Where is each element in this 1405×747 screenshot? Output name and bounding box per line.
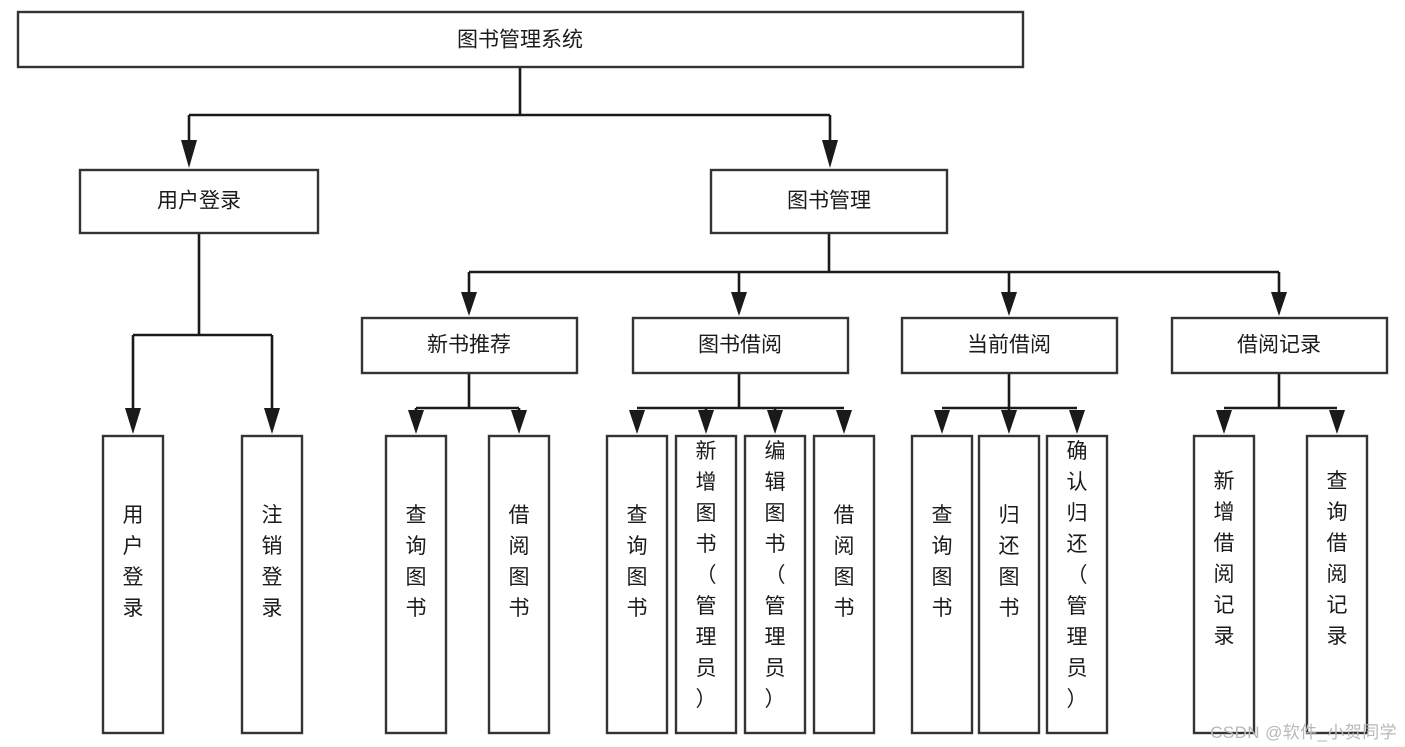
leaf-return-book-box[interactable]: [977, 434, 1041, 735]
node-new-book-rec-box[interactable]: [360, 316, 579, 375]
node-root-box[interactable]: [16, 10, 1025, 69]
node-current-borrow[interactable]: 当前借阅: [900, 316, 1119, 375]
node-new-book-rec[interactable]: 新书推荐: [360, 316, 579, 375]
leaf-logout-label: 注销登录: [262, 504, 283, 620]
leaf-query-book-2[interactable]: 查询图书: [605, 434, 669, 735]
arrowhead-user-login: [181, 140, 197, 168]
leaf-borrow-book-1-label: 借阅图书: [509, 504, 530, 620]
watermark-label: CSDN @软件_小贺同学: [1210, 723, 1397, 742]
node-current-borrow-label: 当前借阅: [967, 334, 1051, 357]
leaf-confirm-return[interactable]: 确认归还（管理员）: [1045, 434, 1109, 735]
arrowhead-leaf-query-book-1: [408, 410, 424, 434]
leaf-borrow-book-1[interactable]: 借阅图书: [487, 434, 551, 735]
connector-layer: [125, 67, 1345, 434]
leaf-query-book-2-label: 查询图书: [627, 504, 648, 620]
leaf-user-login-label: 用户登录: [123, 504, 144, 620]
leaf-add-record-box[interactable]: [1192, 434, 1256, 735]
leaf-borrow-book-1-box[interactable]: [487, 434, 551, 735]
leaf-logout[interactable]: 注销登录: [240, 434, 304, 735]
arrowhead-leaf-return-book: [1001, 410, 1017, 434]
node-book-manage-box[interactable]: [709, 168, 949, 235]
leaf-confirm-return-label: 确认归还（管理员）: [1067, 440, 1088, 711]
leaf-query-book-2-box[interactable]: [605, 434, 669, 735]
node-borrow-record-box[interactable]: [1170, 316, 1389, 375]
leaf-add-record-label: 新增借阅记录: [1214, 470, 1235, 648]
leaf-edit-book-label: 编辑图书（管理员）: [765, 440, 786, 711]
node-book-manage[interactable]: 图书管理: [709, 168, 949, 235]
leaf-user-login-box[interactable]: [101, 434, 165, 735]
arrowhead-leaf-query-record: [1329, 410, 1345, 434]
node-borrow-record[interactable]: 借阅记录: [1170, 316, 1389, 375]
arrowhead-book-manage: [822, 140, 838, 168]
leaf-add-book[interactable]: 新增图书（管理员）: [674, 434, 738, 735]
arrowhead-leaf-user-login: [125, 408, 141, 434]
node-root[interactable]: 图书管理系统: [16, 10, 1025, 69]
arrowhead-leaf-add-record: [1216, 410, 1232, 434]
arrowhead-book-borrow: [731, 292, 747, 316]
leaf-return-book-label: 归还图书: [999, 504, 1020, 620]
node-book-borrow-box[interactable]: [631, 316, 850, 375]
arrowhead-leaf-edit-book: [767, 410, 783, 434]
leaf-borrow-book-2-label: 借阅图书: [834, 504, 855, 620]
leaf-query-book-1-box[interactable]: [384, 434, 448, 735]
arrowhead-leaf-query-book-3: [934, 410, 950, 434]
leaf-borrow-book-2-box[interactable]: [812, 434, 876, 735]
arrowhead-current-borrow: [1001, 292, 1017, 316]
node-user-login-label: 用户登录: [157, 190, 241, 213]
leaf-query-book-1-label: 查询图书: [406, 504, 427, 620]
leaf-query-record-label: 查询借阅记录: [1327, 470, 1348, 648]
leaf-return-book[interactable]: 归还图书: [977, 434, 1041, 735]
node-book-borrow-label: 图书借阅: [698, 334, 782, 357]
leaf-logout-box[interactable]: [240, 434, 304, 735]
leaf-add-book-box[interactable]: [674, 434, 738, 735]
leaf-query-book-3[interactable]: 查询图书: [910, 434, 974, 735]
node-new-book-rec-label: 新书推荐: [427, 334, 511, 357]
arrowhead-borrow-record: [1271, 292, 1287, 316]
leaf-query-book-3-box[interactable]: [910, 434, 974, 735]
arrowhead-leaf-add-book: [698, 410, 714, 434]
leaf-query-book-1[interactable]: 查询图书: [384, 434, 448, 735]
node-current-borrow-box[interactable]: [900, 316, 1119, 375]
leaf-query-record-box[interactable]: [1305, 434, 1369, 735]
leaf-borrow-book-2[interactable]: 借阅图书: [812, 434, 876, 735]
leaf-edit-book-box[interactable]: [743, 434, 807, 735]
node-book-borrow[interactable]: 图书借阅: [631, 316, 850, 375]
node-user-login-box[interactable]: [78, 168, 320, 235]
node-borrow-record-label: 借阅记录: [1237, 334, 1321, 357]
leaf-add-record[interactable]: 新增借阅记录: [1192, 434, 1256, 735]
leaf-user-login[interactable]: 用户登录: [101, 434, 165, 735]
leaf-query-book-3-label: 查询图书: [932, 504, 953, 620]
leaf-query-record[interactable]: 查询借阅记录: [1305, 434, 1369, 735]
arrowhead-leaf-borrow-book-1: [511, 410, 527, 434]
node-root-label: 图书管理系统: [457, 29, 583, 52]
leaf-edit-book[interactable]: 编辑图书（管理员）: [743, 434, 807, 735]
arrowhead-leaf-confirm-return: [1069, 410, 1085, 434]
arrowhead-leaf-borrow-book-2: [836, 410, 852, 434]
leaf-add-book-label: 新增图书（管理员）: [696, 440, 717, 711]
arrowhead-leaf-query-book-2: [629, 410, 645, 434]
leaf-confirm-return-box[interactable]: [1045, 434, 1109, 735]
arrowhead-new-book-rec: [461, 292, 477, 316]
node-user-login[interactable]: 用户登录: [78, 168, 320, 235]
node-book-manage-label: 图书管理: [787, 190, 871, 213]
arrowhead-leaf-logout: [264, 408, 280, 434]
